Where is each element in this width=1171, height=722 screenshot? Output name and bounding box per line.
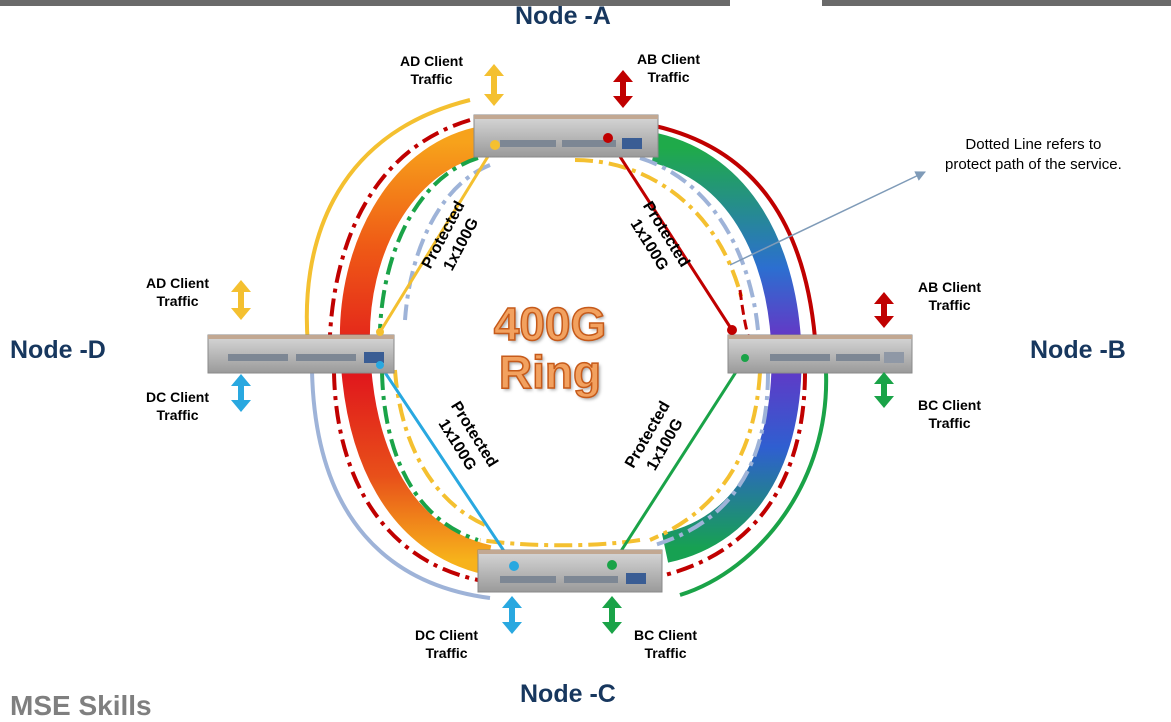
- ring-capacity-label: 400G Ring: [480, 298, 620, 398]
- client-label-d-dc: DC Client Traffic: [146, 388, 209, 424]
- client-label-c-dc-line2: Traffic: [425, 645, 468, 661]
- client-label-d-dc-line1: DC Client: [146, 389, 209, 405]
- client-label-c-dc: DC Client Traffic: [415, 626, 478, 662]
- protect-path-note-line2: protect path of the service.: [945, 156, 1122, 173]
- arrow-a-ab-client: [613, 70, 633, 108]
- node-c-title: Node -C: [520, 680, 616, 708]
- bc-protect-arc: [378, 156, 479, 331]
- client-label-d-ad-line2: Traffic: [156, 293, 199, 309]
- node-b-title: Node -B: [1030, 336, 1126, 364]
- ring-capacity-line1: 400G: [493, 298, 607, 350]
- ab-protect-arc-left-top: [328, 118, 471, 336]
- ad-protect-arc-right: [649, 371, 762, 542]
- client-label-b-ab-line2: Traffic: [928, 297, 971, 313]
- device-node-d: [207, 334, 395, 374]
- client-label-a-ab-line2: Traffic: [647, 69, 690, 85]
- node-a-title: Node -A: [515, 2, 611, 30]
- client-label-a-ad-line1: AD Client: [400, 53, 463, 69]
- ad-endpoint-node-d: [376, 328, 384, 336]
- device-node-a: [473, 114, 659, 158]
- arrow-d-ad-client: [231, 280, 251, 320]
- ad-protect-arc-left: [393, 369, 486, 527]
- ad-service-line: [378, 144, 497, 333]
- client-label-b-bc: BC Client Traffic: [918, 396, 981, 432]
- ad-service-working-arc: [304, 98, 471, 346]
- client-label-c-dc-line1: DC Client: [415, 627, 478, 643]
- bc-endpoint-node-c: [607, 560, 617, 570]
- dc-endpoint-node-d: [376, 361, 384, 369]
- ab-service-working-arc: [654, 124, 817, 339]
- client-label-a-ab-line1: AB Client: [637, 51, 700, 67]
- bc-protect-arc-bottom: [380, 371, 479, 542]
- arrow-b-bc-client: [874, 372, 894, 408]
- protect-path-note-line1: Dotted Line refers to: [965, 136, 1102, 153]
- ad-endpoint-node-a: [490, 140, 500, 150]
- client-label-b-bc-line1: BC Client: [918, 397, 981, 413]
- arrow-b-ab-client: [874, 292, 894, 328]
- device-node-c: [477, 549, 663, 593]
- device-node-b: [727, 334, 913, 374]
- client-label-a-ad: AD Client Traffic: [400, 52, 463, 88]
- ring-capacity-line2: Ring: [498, 346, 602, 398]
- ab-protect-arc-right-bottom: [664, 371, 807, 577]
- footer-watermark: MSE Skills: [10, 690, 152, 721]
- dc-service-working-arc: [310, 369, 491, 600]
- dc-protect-arc-top: [403, 163, 491, 321]
- ab-service-line: [606, 137, 734, 331]
- bc-service-working-arc: [679, 371, 829, 597]
- ab-endpoint-node-b: [727, 325, 737, 335]
- protect-path-note: Dotted Line refers to protect path of th…: [945, 135, 1122, 175]
- arrow-c-dc-client: [502, 596, 522, 634]
- ad-protect-arc-top: [574, 158, 744, 301]
- client-label-c-bc-line1: BC Client: [634, 627, 697, 643]
- client-label-b-ab-line1: AB Client: [918, 279, 981, 295]
- top-bar-right: [822, 0, 1171, 6]
- bc-service-line: [610, 357, 747, 566]
- ab-endpoint-node-a: [603, 133, 613, 143]
- client-label-d-ad-line1: AD Client: [146, 275, 209, 291]
- arrow-a-ad-client: [484, 64, 504, 106]
- ab-protect-arc-left-bottom: [332, 371, 479, 582]
- note-callout-line: [729, 171, 926, 266]
- client-label-d-ad: AD Client Traffic: [146, 274, 209, 310]
- client-label-a-ab: AB Client Traffic: [637, 50, 700, 86]
- client-label-a-ad-line2: Traffic: [410, 71, 453, 87]
- client-label-c-bc-line2: Traffic: [644, 645, 687, 661]
- arrow-c-bc-client: [602, 596, 622, 634]
- dc-endpoint-node-c: [509, 561, 519, 571]
- client-label-c-bc: BC Client Traffic: [634, 626, 697, 662]
- dc-protect-arc-right: [639, 156, 760, 331]
- top-bar-left: [0, 0, 730, 6]
- client-label-b-ab: AB Client Traffic: [918, 278, 981, 314]
- client-label-d-dc-line2: Traffic: [156, 407, 199, 423]
- node-d-title: Node -D: [10, 336, 106, 364]
- client-label-b-bc-line2: Traffic: [928, 415, 971, 431]
- ad-protect-arc-bottom: [479, 538, 641, 548]
- dc-protect-arc-right-bottom: [654, 371, 770, 547]
- arrow-d-dc-client: [231, 374, 251, 412]
- dc-service-line: [378, 364, 516, 567]
- bc-endpoint-node-b: [741, 354, 749, 362]
